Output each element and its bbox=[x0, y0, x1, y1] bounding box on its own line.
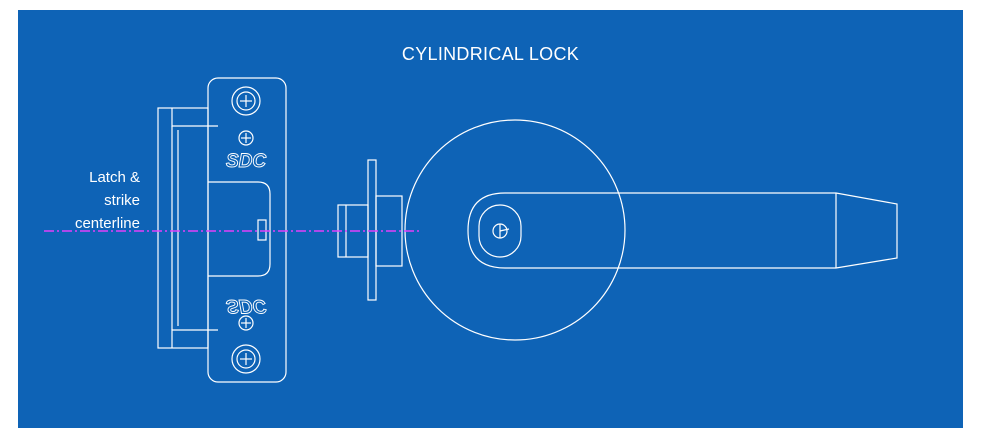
latch-faceplate bbox=[367, 159, 377, 301]
bottom-small-screw-icon bbox=[238, 315, 254, 331]
strike-logo-bottom-text: SDC bbox=[226, 295, 266, 316]
centerline-label-line1: Latch & bbox=[89, 169, 140, 186]
strike-plate bbox=[207, 77, 287, 383]
strike-logo-top-text: SDC bbox=[226, 151, 266, 172]
top-small-screw-icon bbox=[238, 130, 254, 146]
diagram-panel bbox=[18, 10, 963, 428]
diagram-title: CYLINDRICAL LOCK bbox=[401, 44, 580, 64]
centerline-label-line2: strike bbox=[104, 192, 140, 209]
lever-handle bbox=[467, 192, 898, 269]
key-cylinder-icon bbox=[478, 204, 522, 258]
strike-logo-bottom: SDC bbox=[225, 295, 266, 317]
bottom-screw-icon bbox=[231, 344, 261, 374]
strike-logo-top: SDC bbox=[225, 151, 266, 173]
strike-box bbox=[157, 107, 218, 349]
rose-circle bbox=[404, 119, 626, 341]
top-screw-icon bbox=[231, 86, 261, 116]
centerline-label-line3: centerline bbox=[74, 215, 140, 232]
